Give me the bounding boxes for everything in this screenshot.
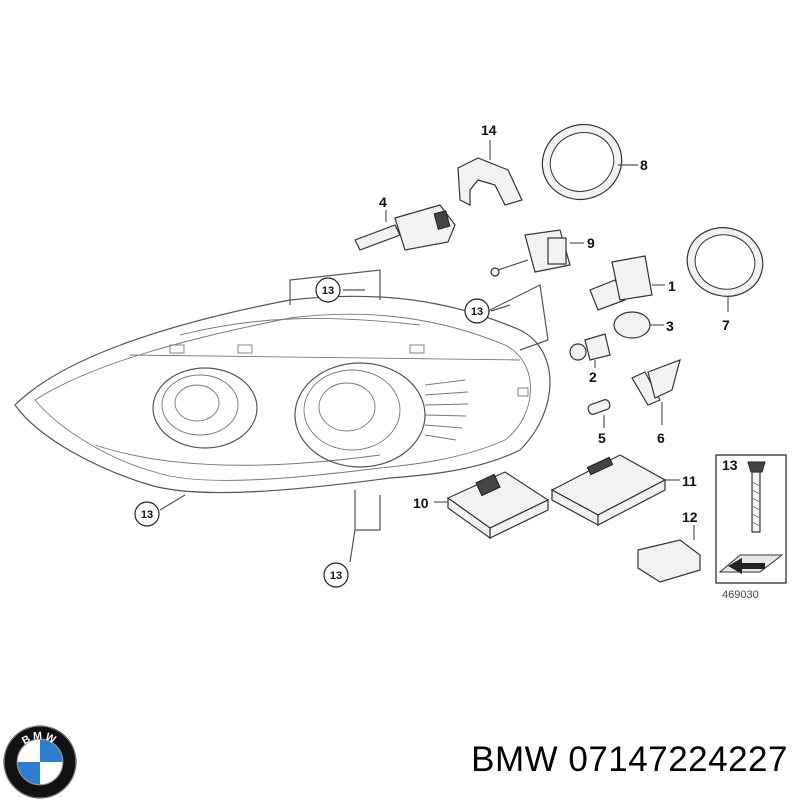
headlight-housing <box>14 269 551 531</box>
part-11-control-unit <box>550 454 680 527</box>
part-5-bulb <box>587 399 611 428</box>
callout-14: 14 <box>481 122 497 138</box>
bmw-logo: BMW <box>3 725 77 799</box>
part-3-cap <box>613 311 664 339</box>
part-8-ring <box>541 124 638 200</box>
callout-6: 6 <box>657 430 665 446</box>
drawing-code: 469030 <box>722 589 759 601</box>
detail-box-13-screw <box>715 454 787 584</box>
part-4-bulb <box>354 204 456 251</box>
callout-13-circle-d: 13 <box>323 529 356 588</box>
callout-11: 11 <box>682 473 697 489</box>
callout-10: 10 <box>413 495 429 511</box>
part-2-bulb <box>569 333 611 368</box>
svg-text:13: 13 <box>322 285 334 297</box>
callout-9: 9 <box>587 235 595 251</box>
callout-7: 7 <box>722 317 730 333</box>
callout-13-circle-a: 13 <box>315 277 365 303</box>
callout-13-circle-c: 13 <box>134 494 186 527</box>
part-9-bulb <box>490 229 584 277</box>
callout-1: 1 <box>668 278 676 294</box>
part-12-label <box>637 525 701 583</box>
part-1-bulb <box>589 255 665 311</box>
callout-13-circle-b: 13 <box>464 298 511 324</box>
part-7-ring <box>686 227 764 312</box>
callout-5: 5 <box>598 430 606 446</box>
svg-text:13: 13 <box>141 509 153 521</box>
callout-4: 4 <box>379 194 387 210</box>
part-10-control-unit <box>434 471 550 540</box>
svg-text:13: 13 <box>471 306 483 318</box>
svg-text:13: 13 <box>330 570 342 582</box>
callout-12: 12 <box>682 509 698 525</box>
part-14-bracket <box>457 140 523 206</box>
callout-2: 2 <box>589 369 597 385</box>
callout-3: 3 <box>666 318 674 334</box>
part-6-bulb <box>631 359 681 425</box>
svg-text:BMW: BMW <box>20 730 60 747</box>
part-number-caption: BMW 07147224227 <box>471 740 788 779</box>
callout-13-detail: 13 <box>722 457 738 473</box>
callout-8: 8 <box>640 157 648 173</box>
